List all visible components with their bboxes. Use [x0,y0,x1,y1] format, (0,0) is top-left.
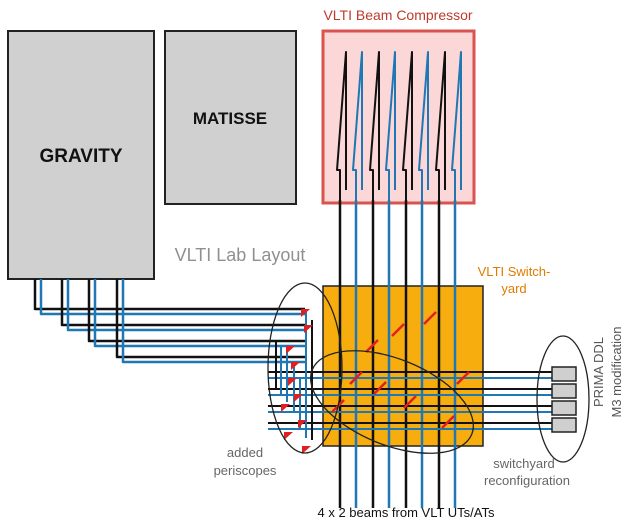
beam-compressor-path [451,51,462,200]
gravity-box [7,30,155,280]
periscope-mirror [301,309,310,317]
reconfig-label-line2: reconfiguration [484,473,570,488]
prima-ellipse [536,335,590,463]
switchyard-mirror [403,395,417,409]
switchyard-mirrors [331,311,470,429]
reconfig-label-line1: switchyard [493,456,554,471]
periscopes-label-line2: periscopes [214,463,277,478]
ddl-box [551,366,577,382]
switchyard-mirror [456,371,470,385]
switchyard-label-line2: yard [501,281,526,296]
gravity-label: GRAVITY [39,146,122,167]
beam-compressor-path [435,51,446,200]
periscope-mirror [288,378,297,386]
beam-compressor-path [418,51,429,200]
lab-layout-title: VLTI Lab Layout [175,245,306,265]
gravity-feed-blue [93,279,305,348]
gravity-feed-black [60,279,305,327]
switchyard-mirror [423,311,437,325]
gravity-feed-black [87,279,305,343]
periscope-mirror [291,362,300,370]
periscope-mirror [304,325,313,333]
gravity-feed-blue [66,279,305,332]
gravity-feed-blue [39,279,305,316]
prima-ddl-boxes [551,366,577,433]
beam-compressor-path [385,51,396,200]
beams-caption: 4 x 2 beams from VLT UTs/ATs [318,505,495,520]
matisse-box [164,30,297,205]
switchyard-mirror [349,371,363,385]
reconfig-ellipse [310,350,474,454]
periscope-mirror [281,404,290,412]
beam-compressor-box [321,29,476,205]
beam-paths [33,51,552,508]
beam-compressor-path [402,51,413,200]
periscope-mirrors [281,309,313,454]
switchyard-label-line1: VLTI Switch- [478,264,551,279]
switchyard-mirror [373,381,387,395]
periscope-mirror [302,446,311,454]
switchyard-box [322,285,484,447]
switchyard-mirror [441,415,455,429]
gravity-feed-blue [121,279,305,364]
beam-compressor-path [352,51,363,200]
periscopes-label-line1: added [227,445,263,460]
switchyard-mirror [391,323,405,337]
periscope-mirror [298,420,307,428]
ddl-box [551,417,577,433]
beam-compressor-path [369,51,380,200]
prima-label-line1: PRIMA DDL [591,337,606,407]
periscope-mirror [294,394,303,402]
periscope-mirror [286,346,295,354]
prima-label: PRIMA DDL M3 modification [591,326,624,417]
beam-compressor-path [336,51,347,200]
gravity-feed-black [115,279,305,359]
switchyard-mirror [365,339,379,353]
gravity-feed-black [33,279,305,311]
prima-label-line2: M3 modification [609,326,624,417]
ddl-box [551,383,577,399]
matisse-label: MATISSE [193,109,267,128]
beam-compressor-title: VLTI Beam Compressor [323,7,472,23]
periscope-mirror [284,432,293,440]
periscopes-ellipse [267,282,343,454]
ddl-box [551,400,577,416]
